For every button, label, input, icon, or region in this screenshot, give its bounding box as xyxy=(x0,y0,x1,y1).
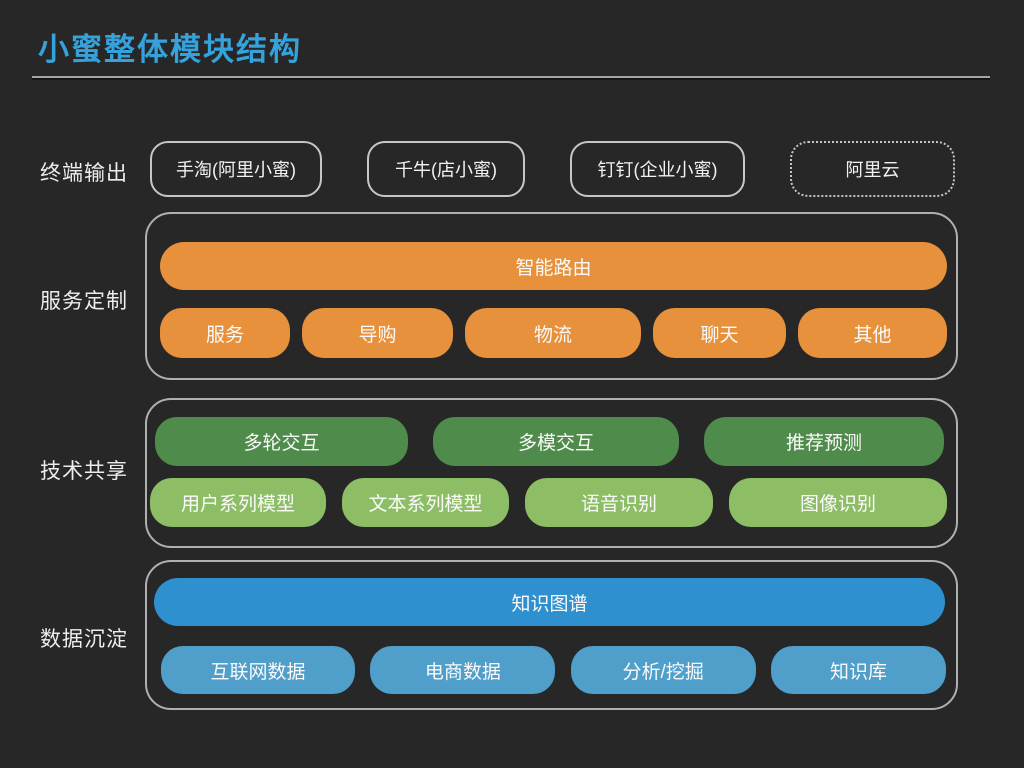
pill-shopping-guide: 导购 xyxy=(302,308,453,358)
terminal-box-qianniu: 千牛(店小蜜) xyxy=(367,141,525,197)
pill-multi-turn-interaction: 多轮交互 xyxy=(155,417,408,466)
pill-text-series-model: 文本系列模型 xyxy=(342,478,509,527)
pill-ecommerce-data: 电商数据 xyxy=(370,646,556,694)
pill-internet-data: 互联网数据 xyxy=(161,646,355,694)
terminal-box-shoutao: 手淘(阿里小蜜) xyxy=(150,141,322,197)
row-label-terminal-output: 终端输出 xyxy=(40,162,128,185)
row-label-data-deposit: 数据沉淀 xyxy=(40,628,128,651)
terminal-box-aliyun: 阿里云 xyxy=(790,141,955,197)
service-pill-row: 服务 导购 物流 聊天 其他 xyxy=(160,308,947,358)
pill-multi-modal-interaction: 多模交互 xyxy=(433,417,679,466)
section-data-deposit: 知识图谱 互联网数据 电商数据 分析/挖掘 知识库 xyxy=(145,560,958,710)
pill-speech-recognition: 语音识别 xyxy=(525,478,713,527)
terminal-box-dingding: 钉钉(企业小蜜) xyxy=(570,141,745,197)
tech-pill-row-top: 多轮交互 多模交互 推荐预测 xyxy=(155,417,944,466)
pill-logistics: 物流 xyxy=(465,308,641,358)
data-pill-row: 互联网数据 电商数据 分析/挖掘 知识库 xyxy=(161,646,946,694)
title-divider xyxy=(32,76,990,78)
section-tech-share: 多轮交互 多模交互 推荐预测 用户系列模型 文本系列模型 语音识别 图像识别 xyxy=(145,398,958,548)
pill-other: 其他 xyxy=(798,308,947,358)
bar-smart-routing: 智能路由 xyxy=(160,242,947,290)
tech-pill-row-bottom: 用户系列模型 文本系列模型 语音识别 图像识别 xyxy=(150,478,947,527)
pill-chat: 聊天 xyxy=(653,308,786,358)
row-label-tech-share: 技术共享 xyxy=(40,460,128,483)
section-service-custom: 智能路由 服务 导购 物流 聊天 其他 xyxy=(145,212,958,380)
terminal-output-row: 手淘(阿里小蜜) 千牛(店小蜜) 钉钉(企业小蜜) 阿里云 xyxy=(150,141,955,197)
pill-recommend-predict: 推荐预测 xyxy=(704,417,944,466)
pill-service: 服务 xyxy=(160,308,290,358)
page-title: 小蜜整体模块结构 xyxy=(38,32,302,67)
row-label-service-custom: 服务定制 xyxy=(40,290,128,313)
bar-knowledge-graph: 知识图谱 xyxy=(154,578,945,626)
pill-knowledge-base: 知识库 xyxy=(770,646,946,694)
pill-image-recognition: 图像识别 xyxy=(729,478,947,527)
pill-user-series-model: 用户系列模型 xyxy=(150,478,326,527)
pill-analysis-mining: 分析/挖掘 xyxy=(570,646,756,694)
